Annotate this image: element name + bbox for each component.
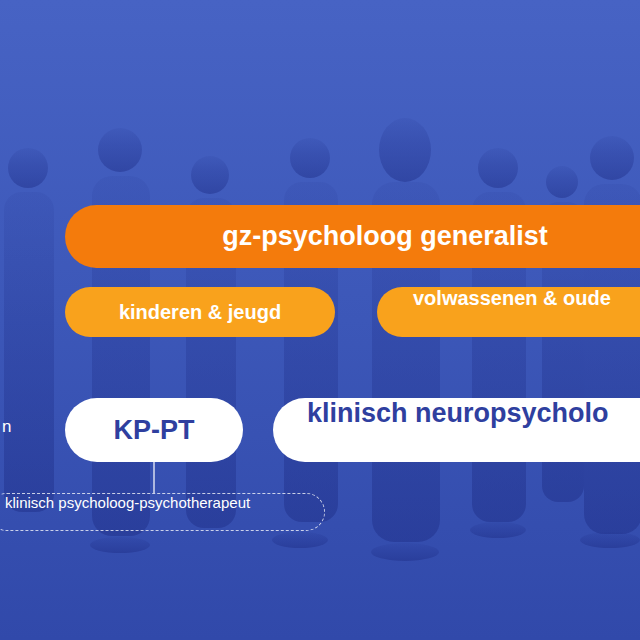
node-text: klinisch psycholoog-psychotherapeut bbox=[5, 494, 250, 511]
group-pill: kinderen & jeugd bbox=[65, 287, 335, 337]
node-text: gz-psycholoog generalist bbox=[222, 221, 548, 252]
specialism-pill: KP-PT bbox=[65, 398, 243, 462]
group-pill: volwassenen & oude bbox=[377, 287, 640, 337]
specialism-pill: klinisch neuropsycholo bbox=[273, 398, 640, 462]
connector-line bbox=[153, 462, 155, 493]
node-text: klinisch neuropsycholo bbox=[307, 398, 609, 429]
main-band: gz-psycholoog generalist bbox=[65, 205, 640, 268]
node-text: volwassenen & oude bbox=[413, 287, 611, 310]
node-text: kinderen & jeugd bbox=[119, 301, 281, 324]
title-box: klinisch psycholoog-psychotherapeut bbox=[0, 493, 325, 531]
cut-label: n bbox=[2, 417, 11, 437]
node-text: KP-PT bbox=[114, 415, 195, 446]
